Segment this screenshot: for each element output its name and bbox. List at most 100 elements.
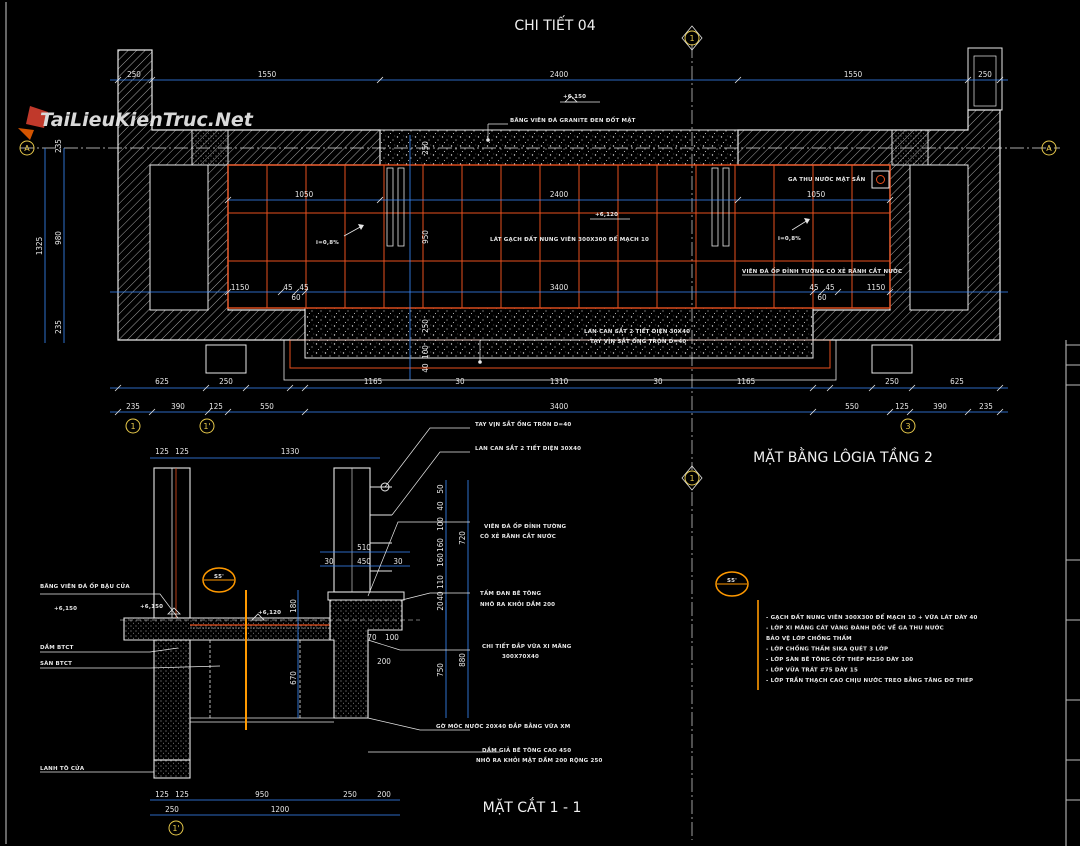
dim-tick — [964, 408, 972, 416]
section-level-left-tag: +6,150 — [54, 606, 77, 612]
dim-tick — [242, 384, 250, 392]
dim-text: 1310 — [550, 377, 569, 386]
dim-text: 160 — [436, 538, 445, 552]
dim-tick — [886, 288, 894, 296]
section-level-mid: +6,120 — [251, 610, 281, 621]
dim-tick — [868, 384, 876, 392]
dim-text: 250 — [421, 141, 430, 155]
section-dim-small: 70 100 200 — [367, 633, 399, 666]
plan-dim-lines — [63, 79, 1008, 413]
plan-note-rail: LAN CAN SẮT 2 TIẾT DIỆN 30X40 TAY VỊN SẮ… — [478, 327, 690, 364]
dim-tick — [734, 196, 742, 204]
dim-text: 550 — [260, 402, 274, 411]
plan-note-skirting: VIÊN ĐÁ ỐP ĐỈNH TƯỜNG CÓ XẺ RÃNH CẮT NƯỚ… — [742, 267, 902, 276]
dim-text: 1050 — [807, 190, 826, 199]
plan-dim-left-vertical: 235 980 1325 235 — [35, 139, 63, 343]
dim-text: 235 — [54, 320, 63, 334]
svg-text:VIÊN ĐÁ ỐP ĐỈNH TƯỜNG CÓ XẺ RÃ: VIÊN ĐÁ ỐP ĐỈNH TƯỜNG CÓ XẺ RÃNH CẮT NƯỚ… — [742, 267, 902, 275]
dim-text: 950 — [255, 790, 269, 799]
dim-tick — [286, 384, 294, 392]
svg-text:A: A — [1046, 144, 1052, 153]
axis-bubble-a-left: A — [19, 140, 35, 156]
dim-text: 100 — [436, 517, 445, 531]
legend-item: - LỚP CHỐNG THẤM SIKA QUÉT 3 LỚP — [766, 645, 888, 653]
dim-text: 235 — [126, 402, 140, 411]
section-note-lintel: LANH TÔ CỬA — [40, 764, 85, 772]
axis-bubble-1prime-bottom: 1' — [199, 418, 215, 434]
plan-left-column — [205, 344, 247, 374]
dim-text: 1325 — [35, 237, 44, 255]
dim-text: 100 — [421, 345, 430, 359]
axis-bubble-3-bottom: 3 — [900, 418, 916, 434]
svg-text:BĂNG VIÊN ĐÁ GRANITE ĐEN ĐỐT M: BĂNG VIÊN ĐÁ GRANITE ĐEN ĐỐT MẶT — [510, 116, 636, 124]
dim-text: 60 — [817, 293, 827, 302]
plan-granite-strip-bottom — [304, 307, 814, 359]
dim-tick — [834, 288, 842, 296]
dim-text: 60 — [291, 293, 301, 302]
dim-text: 45 — [809, 283, 818, 292]
dim-tick — [292, 288, 300, 296]
dim-tick — [908, 384, 916, 392]
dim-text: 2400 — [550, 70, 569, 79]
dim-text: 45 — [825, 283, 834, 292]
dim-text: 1165 — [364, 377, 382, 386]
section-note-stone-strip: BĂNG VIÊN ĐÁ ỐP BẬU CỬA — [40, 582, 130, 590]
dim-tick — [204, 408, 212, 416]
dim-text: 180 — [289, 599, 298, 613]
dim-text: 1150 — [231, 283, 250, 292]
section-dim-rail-mid: 510 30 450 30 — [324, 543, 403, 566]
floor-drain-icon — [871, 170, 890, 189]
dim-text: 980 — [54, 231, 63, 245]
title-block-ticks — [1066, 344, 1080, 801]
svg-text:i=0,8%: i=0,8% — [316, 240, 339, 246]
axis-bubble-a-right: A — [1041, 140, 1057, 156]
dim-tick — [114, 408, 122, 416]
plan-dim-top-row: 250 1550 2400 1550 250 — [127, 70, 992, 79]
svg-text:1: 1 — [689, 474, 694, 483]
plan-note-granite: BĂNG VIÊN ĐÁ GRANITE ĐEN ĐỐT MẶT — [486, 116, 635, 142]
dim-text: 235 — [979, 402, 993, 411]
dim-tick — [996, 408, 1004, 416]
svg-text:+6,120: +6,120 — [258, 610, 281, 616]
dim-text: 30 — [653, 377, 663, 386]
dim-tick — [224, 196, 232, 204]
dim-text: 550 — [845, 402, 859, 411]
section-note-coping1: VIÊN ĐÁ ỐP ĐỈNH TƯỜNG — [484, 522, 567, 530]
dim-tick — [148, 408, 156, 416]
svg-text:+6,150: +6,150 — [140, 604, 163, 610]
section-title: MẶT CẮT 1 - 1 — [483, 797, 582, 816]
section-ceiling — [190, 640, 334, 723]
plan-dim-bottom-row2: 235 390 125 550 3400 550 125 390 235 — [126, 402, 993, 411]
dim-text: 125 — [895, 402, 909, 411]
dim-text: 30 — [324, 557, 334, 566]
dim-tick — [886, 408, 894, 416]
section-parapet-beam — [327, 591, 405, 719]
svg-text:S5': S5' — [214, 574, 224, 580]
section-dim-bottom2: 250 1200 — [165, 805, 289, 814]
dim-tick — [996, 384, 1004, 392]
plan-level-tiles: +6,120 — [590, 212, 630, 220]
axis-bubble-section-bottom: 1' — [168, 820, 184, 836]
dim-tick — [277, 288, 285, 296]
plan-right-column — [871, 344, 913, 374]
section-note-beam2: NHÔ RA KHỎI MẶT DẦM 200 RỘNG 250 — [476, 755, 603, 764]
svg-text:S5': S5' — [727, 578, 737, 584]
section-left-leaders — [40, 593, 221, 773]
svg-text:3: 3 — [905, 422, 910, 431]
plan-dim-inner-row: 1050 2400 1050 — [295, 190, 826, 199]
axis-bubble-1-bottom-left: 1 — [125, 418, 141, 434]
plan-right-wall — [737, 47, 1003, 341]
section-note-handrail: TAY VỊN SẮT ỐNG TRÒN D=40 — [475, 420, 571, 428]
plan-dim-ticks — [114, 76, 1004, 416]
section-note-beam1: DẦM GIẢ BÊ TÔNG CAO 450 — [482, 745, 571, 754]
dim-tick — [301, 408, 309, 416]
section-note-slab1: TẤM ĐAN BÊ TÔNG — [480, 589, 541, 597]
dim-text: 510 — [357, 543, 371, 552]
slope-arrow-left: i=0,8% — [316, 224, 364, 246]
plan-title: MẶT BẰNG LÔGIA TẦNG 2 — [753, 447, 933, 466]
dim-tick — [148, 76, 156, 84]
dim-text: 390 — [933, 402, 947, 411]
dim-text: 125 — [175, 447, 189, 456]
dim-text: 880 — [458, 653, 467, 667]
dim-text: 250 — [343, 790, 357, 799]
